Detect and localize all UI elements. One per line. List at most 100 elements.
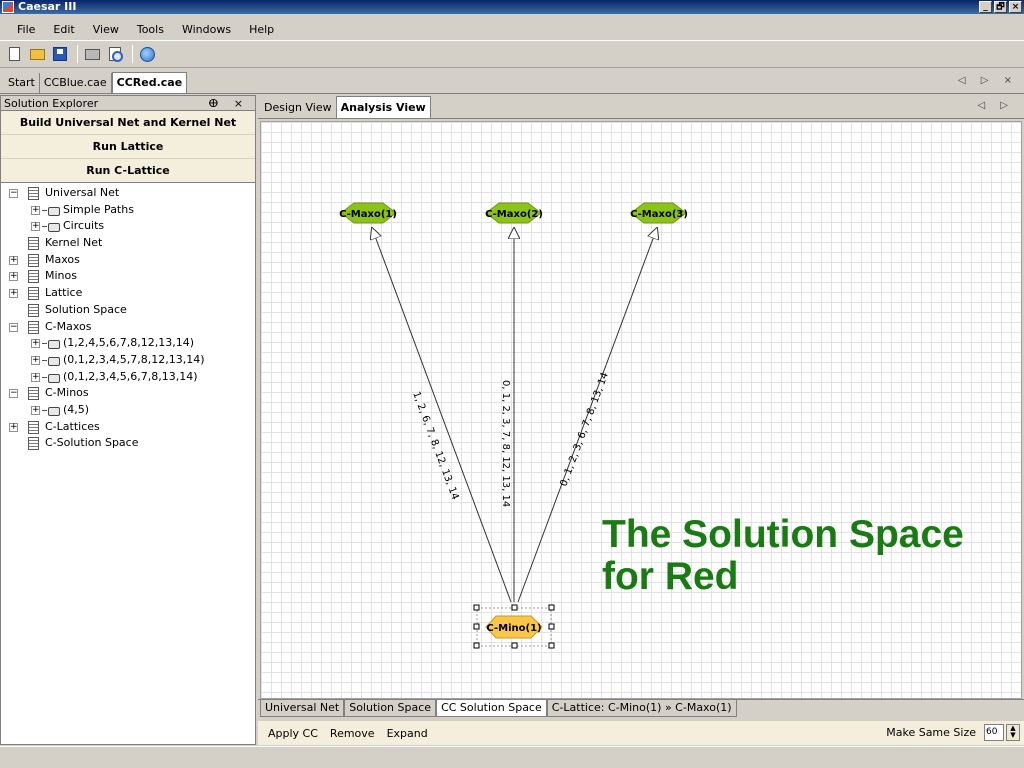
solution-explorer-panel: Solution Explorer ⴲ × Build Universal Ne… [0, 95, 256, 745]
tab-ccred[interactable]: CCRed.cae [111, 72, 188, 93]
node-c-mino-1[interactable]: C-Mino(1) [473, 604, 555, 649]
tree-item[interactable]: C-Solution Space [1, 435, 255, 452]
path-leaf-icon [42, 406, 60, 416]
open-folder-icon[interactable] [27, 44, 47, 64]
menu-view[interactable]: View [92, 22, 119, 36]
expand-icon[interactable]: + [9, 271, 18, 282]
node-shape [485, 615, 543, 639]
path-leaf-icon [42, 356, 60, 366]
expand-icon[interactable]: + [31, 354, 40, 365]
solution-explorer-title: Solution Explorer [4, 97, 99, 110]
node-c-maxo-2[interactable]: C-Maxo(2) [485, 202, 543, 224]
collapse-icon[interactable]: − [9, 388, 18, 399]
expand-icon[interactable]: + [9, 288, 18, 299]
tree-item[interactable]: − Universal Net [1, 185, 255, 202]
expand-icon[interactable]: + [31, 338, 40, 349]
minimize-button[interactable]: _ [979, 1, 992, 13]
run-c-lattice-button[interactable]: Run C-Lattice [1, 159, 255, 183]
save-icon[interactable] [50, 44, 70, 64]
tab-start[interactable]: Start [4, 73, 40, 93]
tree-item[interactable]: Kernel Net [1, 235, 255, 252]
tab-universal-net[interactable]: Universal Net [260, 700, 345, 717]
expand-icon[interactable]: + [9, 421, 18, 432]
make-same-size-button[interactable]: Make Same Size [886, 726, 976, 739]
node-shape [340, 202, 397, 224]
solution-explorer-header: Solution Explorer ⴲ × [1, 96, 255, 111]
tab-ccblue[interactable]: CCBlue.cae [40, 73, 112, 93]
node-label: C-Maxo(3) [630, 209, 688, 220]
collapse-icon[interactable]: − [9, 188, 18, 198]
collapse-icon[interactable]: − [9, 321, 18, 332]
tree-item-label: Kernel Net [45, 236, 103, 250]
tree-item[interactable]: +Circuits [1, 218, 255, 235]
tree-item-label: Universal Net [45, 186, 120, 199]
document-tab-controls[interactable]: ◁ ▷ × [957, 75, 1018, 86]
expand-icon[interactable]: + [31, 204, 40, 215]
print-icon[interactable] [82, 44, 102, 64]
main-toolbar [0, 40, 1024, 68]
tree-item-label: C-Maxos [45, 319, 92, 333]
restore-button[interactable]: 🗗 [994, 1, 1007, 13]
remove-button[interactable]: Remove [329, 726, 375, 740]
tab-design-view[interactable]: Design View [264, 101, 332, 114]
print-preview-icon[interactable] [105, 44, 125, 64]
menu-windows[interactable]: Windows [181, 22, 232, 36]
tree-item-label: C-Minos [45, 386, 89, 400]
selection-handles[interactable] [473, 604, 555, 649]
tree-item[interactable]: +(0,1,2,3,4,5,7,8,12,13,14) [1, 352, 255, 369]
node-label: C-Maxo(1) [339, 209, 397, 220]
table-node-icon [28, 303, 39, 317]
tree-item-label: C-Solution Space [45, 436, 139, 450]
tab-analysis-view[interactable]: Analysis View [335, 96, 431, 118]
tab-solution-space[interactable]: Solution Space [344, 700, 437, 717]
tree-item[interactable]: +Simple Paths [1, 202, 255, 219]
run-lattice-button[interactable]: Run Lattice [1, 135, 255, 159]
tab-c-lattice[interactable]: C-Lattice: C-Mino(1) » C-Maxo(1) [546, 700, 737, 717]
title-bar: Caesar III _ 🗗 × [0, 0, 1024, 14]
tree-item[interactable]: +(1,2,4,5,6,7,8,12,13,14) [1, 335, 255, 352]
expand-button[interactable]: Expand [386, 726, 428, 740]
menu-tools[interactable]: Tools [136, 22, 164, 36]
web-globe-icon[interactable] [137, 44, 157, 64]
edge-mino-maxo2[interactable]: 0, 1, 2, 3, 7, 8, 12, 13, 14 [500, 228, 514, 602]
tree-item[interactable]: +Lattice [1, 285, 255, 302]
menu-edit[interactable]: Edit [53, 22, 75, 36]
tree-item-label: Solution Space [45, 302, 127, 316]
tree-item[interactable]: +Minos [1, 268, 255, 285]
path-leaf-icon [42, 223, 60, 233]
path-leaf-icon [42, 206, 60, 216]
tree-item-label: (0,1,2,3,4,5,6,7,8,13,14) [63, 369, 198, 383]
apply-cc-button[interactable]: Apply CC [268, 726, 318, 740]
tree-item[interactable]: +(4,5) [1, 402, 255, 419]
table-node-icon [28, 237, 39, 251]
close-button[interactable]: × [1009, 1, 1022, 13]
tree-item[interactable]: +Maxos [1, 252, 255, 269]
tab-cc-solution-space[interactable]: CC Solution Space [436, 700, 547, 717]
view-tab-controls[interactable]: ◁ ▷ [977, 100, 1014, 111]
size-spinner-icon[interactable]: ▲▼ [1006, 724, 1020, 741]
expand-icon[interactable]: + [9, 254, 18, 265]
view-tabs: Design View Analysis View ◁ ▷ [258, 95, 1024, 119]
panel-pin-close-icons[interactable]: ⴲ × [208, 97, 249, 110]
graph-canvas[interactable]: 1, 2, 6, 7, 8, 12, 13, 14 0, 1, 2, 3, 7,… [260, 121, 1022, 699]
tree-item[interactable]: +C-Lattices [1, 419, 255, 436]
build-universal-net-button[interactable]: Build Universal Net and Kernel Net [1, 111, 255, 135]
menu-help[interactable]: Help [249, 22, 275, 36]
tree-item[interactable]: + (0,1,2,3,4,5,6,7,8,13,14) [1, 369, 255, 386]
edge-mino-maxo1[interactable]: 1, 2, 6, 7, 8, 12, 13, 14 [372, 228, 512, 603]
bottom-tabs: Universal Net Solution Space CC Solution… [258, 699, 1024, 719]
tree-item[interactable]: − C-Maxos [1, 319, 255, 336]
table-node-icon [28, 253, 39, 267]
expand-icon[interactable]: + [31, 404, 40, 415]
tree-item[interactable]: − C-Minos [1, 385, 255, 402]
menu-file[interactable]: File [17, 22, 36, 36]
expand-icon[interactable]: + [31, 371, 40, 382]
new-file-icon[interactable] [4, 44, 24, 64]
expand-icon[interactable]: + [31, 221, 40, 232]
tree-item[interactable]: Solution Space [1, 302, 255, 319]
node-c-maxo-3[interactable]: C-Maxo(3) [630, 202, 688, 224]
node-c-maxo-1[interactable]: C-Maxo(1) [339, 202, 397, 224]
size-input[interactable]: 60 [984, 724, 1004, 741]
